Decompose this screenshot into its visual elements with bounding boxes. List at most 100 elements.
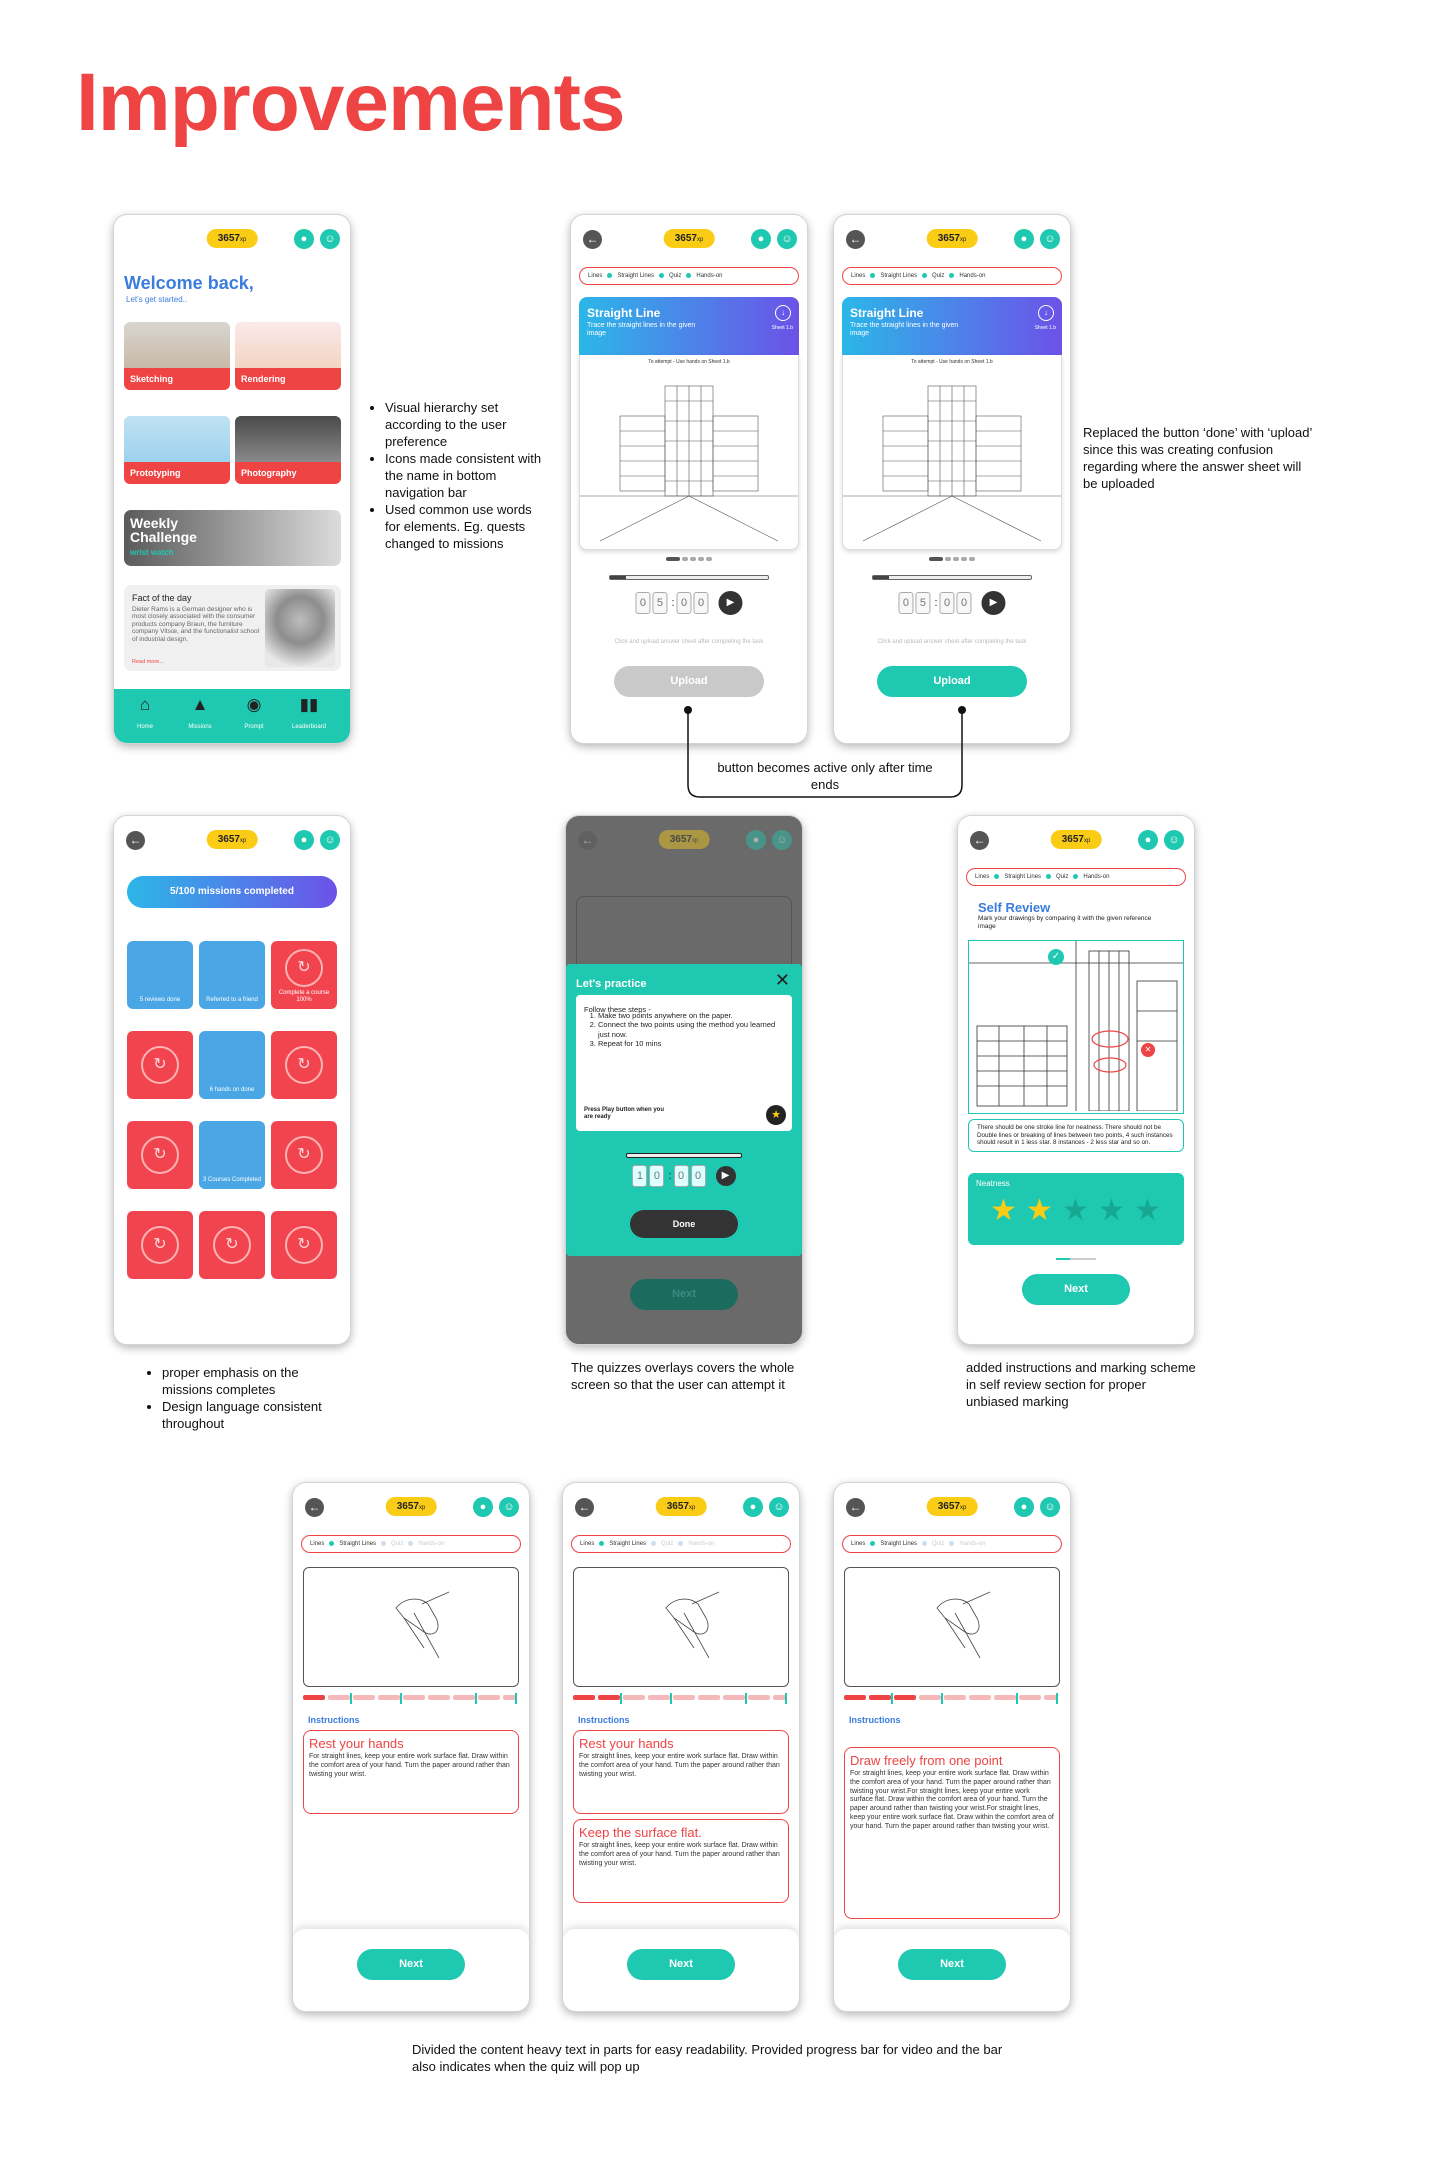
bell-icon[interactable]: ● <box>1014 229 1034 249</box>
footer: Next <box>293 1929 529 2011</box>
nav-missions[interactable]: ▲Missions <box>175 695 225 733</box>
video-progress[interactable] <box>573 1693 789 1704</box>
progress-slider[interactable] <box>872 575 1032 580</box>
tile-photography[interactable]: Photography <box>235 416 341 484</box>
nav-leaderboard[interactable]: ▮▮Leaderboard <box>284 695 334 733</box>
tile-rendering[interactable]: Rendering <box>235 322 341 390</box>
bottom-note: Divided the content heavy text in parts … <box>412 2042 1003 2074</box>
upload-button[interactable]: Upload <box>877 666 1027 697</box>
done-button[interactable]: Done <box>630 1210 738 1238</box>
back-arrow-icon[interactable]: ← <box>575 1498 594 1517</box>
badge-locked[interactable]: ↻ <box>271 1121 337 1189</box>
read-more-link[interactable]: Read more... <box>132 659 164 665</box>
play-icon[interactable]: ▶ <box>718 591 743 615</box>
bell-icon[interactable]: ● <box>294 229 314 249</box>
video-area[interactable] <box>303 1567 519 1687</box>
active-note: button becomes active only after time en… <box>705 759 945 793</box>
lock-icon: ↻ <box>213 1226 251 1264</box>
play-icon[interactable]: ▶ <box>981 591 1006 615</box>
close-icon[interactable]: ✕ <box>774 970 790 990</box>
badge-hands-on[interactable]: 6 hands on done <box>199 1031 265 1099</box>
star-icon[interactable]: ★ <box>1026 1194 1053 1227</box>
user-icon[interactable]: ☺ <box>320 229 340 249</box>
xp-badge[interactable]: 3657xp <box>663 229 715 248</box>
user-icon[interactable]: ☺ <box>1040 229 1060 249</box>
next-button[interactable]: Next <box>898 1949 1006 1980</box>
back-arrow-icon[interactable]: ← <box>583 230 602 249</box>
fact-card[interactable]: Fact of the day Dieter Rams is a German … <box>124 585 341 671</box>
video-area[interactable] <box>844 1567 1060 1687</box>
download-icon[interactable]: ↓ <box>775 305 791 321</box>
badge-courses[interactable]: 3 Courses Completed <box>199 1121 265 1189</box>
nav-prompt[interactable]: ◉Prompt <box>229 695 279 733</box>
star-icon[interactable]: ★ <box>1134 1194 1161 1227</box>
tile-sketching[interactable]: Sketching <box>124 322 230 390</box>
user-icon[interactable]: ☺ <box>777 229 797 249</box>
reference-drawing: To attempt - Use hands on Sheet 1.b <box>842 355 1062 550</box>
back-arrow-icon[interactable]: ← <box>126 831 145 850</box>
xp-badge[interactable]: 3657xp <box>385 1497 437 1516</box>
user-icon[interactable]: ☺ <box>769 1497 789 1517</box>
bell-icon[interactable]: ● <box>1014 1497 1034 1517</box>
weekly-title: Weekly Challenge <box>130 515 197 545</box>
next-button[interactable]: Next <box>357 1949 465 1980</box>
user-icon[interactable]: ☺ <box>320 830 340 850</box>
badge-referred[interactable]: Referred to a friend <box>199 941 265 1009</box>
badge-locked[interactable]: ↻ <box>271 1211 337 1279</box>
building-sketch <box>580 385 798 542</box>
progress-slider[interactable] <box>609 575 769 580</box>
bell-icon[interactable]: ● <box>1138 830 1158 850</box>
badge-complete-course[interactable]: ↻Complete a course 100% <box>271 941 337 1009</box>
badge-reviews[interactable]: 5 reviews done <box>127 941 193 1009</box>
play-icon[interactable]: ▶ <box>715 1166 736 1186</box>
xp-badge[interactable]: 3657xp <box>206 229 258 248</box>
instruction-card: Rest your hands For straight lines, keep… <box>303 1730 519 1814</box>
nav-home[interactable]: ⌂Home <box>120 695 170 733</box>
back-arrow-icon[interactable]: ← <box>846 230 865 249</box>
user-icon[interactable]: ☺ <box>499 1497 519 1517</box>
tile-prototyping[interactable]: Prototyping <box>124 416 230 484</box>
badge-locked[interactable]: ↻ <box>127 1211 193 1279</box>
badge-locked[interactable]: ↻ <box>199 1211 265 1279</box>
xp-badge[interactable]: 3657xp <box>926 229 978 248</box>
star-icon[interactable]: ★ <box>1062 1194 1089 1227</box>
bell-icon[interactable]: ● <box>294 830 314 850</box>
download-icon[interactable]: ↓ <box>1038 305 1054 321</box>
badge-locked[interactable]: ↻ <box>271 1031 337 1099</box>
star-icon[interactable]: ★ <box>990 1194 1017 1227</box>
back-arrow-icon[interactable]: ← <box>305 1498 324 1517</box>
upload-note: Replaced the button ‘done’ with ‘upload’… <box>1083 425 1312 491</box>
xp-badge[interactable]: 3657xp <box>655 1497 707 1516</box>
next-button[interactable]: Next <box>1022 1274 1130 1305</box>
badge-locked[interactable]: ↻ <box>127 1031 193 1099</box>
user-icon[interactable]: ☺ <box>1164 830 1184 850</box>
practice-slider[interactable] <box>626 1153 742 1158</box>
badge-locked[interactable]: ↻ <box>127 1121 193 1189</box>
back-arrow-icon[interactable]: ← <box>846 1498 865 1517</box>
xp-badge[interactable]: 3657xp <box>1050 830 1102 849</box>
bell-icon[interactable]: ● <box>473 1497 493 1517</box>
next-button[interactable]: Next <box>627 1949 735 1980</box>
instruction-card: Keep the surface flat. For straight line… <box>573 1819 789 1903</box>
back-arrow-icon[interactable]: ← <box>970 831 989 850</box>
steps-card: Follow these steps - Make two points any… <box>576 995 792 1131</box>
user-icon[interactable]: ☺ <box>1040 1497 1060 1517</box>
video-progress[interactable] <box>303 1693 519 1704</box>
xp-badge[interactable]: 3657xp <box>206 830 258 849</box>
bell-icon[interactable]: ● <box>743 1497 763 1517</box>
weekly-challenge-card[interactable]: Weekly Challenge wrist watch <box>124 510 341 566</box>
bell-icon[interactable]: ● <box>751 229 771 249</box>
star-icon[interactable]: ★ <box>1098 1194 1125 1227</box>
xp-badge[interactable]: 3657xp <box>926 1497 978 1516</box>
lock-icon: ↻ <box>285 1046 323 1084</box>
video-progress[interactable] <box>844 1693 1060 1704</box>
video-area[interactable] <box>573 1567 789 1687</box>
lightbulb-icon: ★ <box>766 1105 786 1125</box>
upload-hint: Click and upload answer sheet after comp… <box>877 639 1027 645</box>
upload-button-disabled[interactable]: Upload <box>614 666 764 697</box>
